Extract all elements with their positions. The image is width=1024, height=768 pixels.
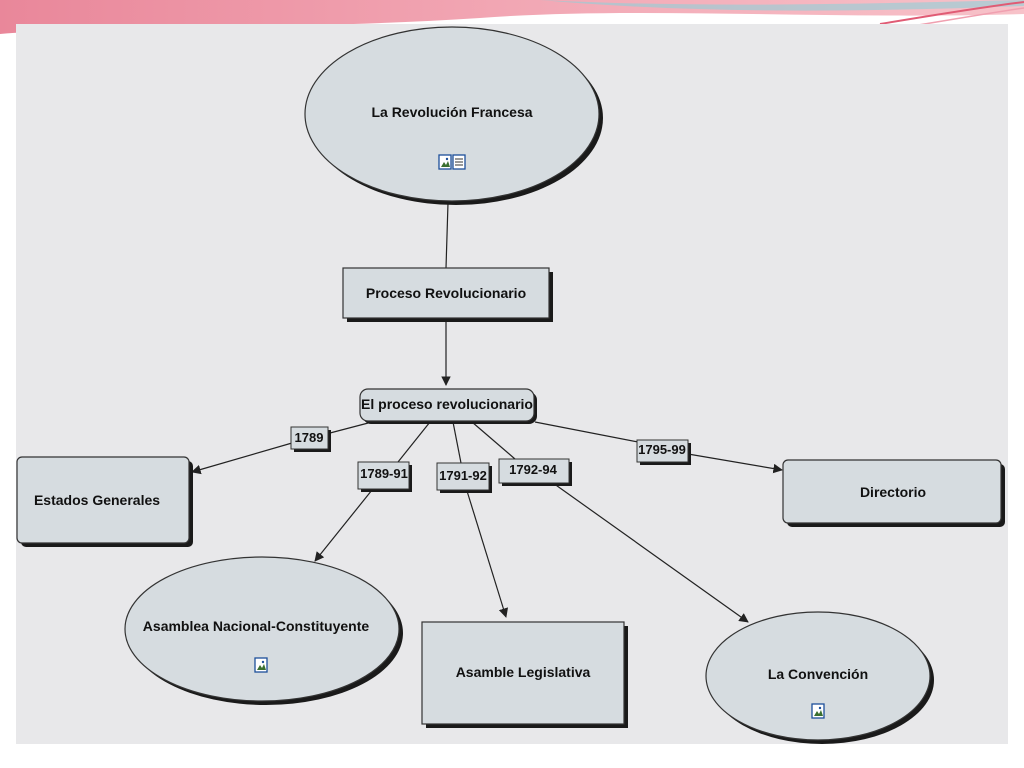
node-asamblea-legislativa[interactable]: Asamble Legislativa <box>421 621 628 728</box>
link-to-convencion <box>552 482 749 623</box>
link-to-estados-generales <box>191 442 293 475</box>
image-icon[interactable] <box>254 657 268 673</box>
svg-text:1795-99: 1795-99 <box>638 442 686 457</box>
node-proceso-revolucionario[interactable]: Proceso Revolucionario <box>342 267 553 322</box>
link-revolucion-to-proceso <box>445 202 449 269</box>
svg-text:1791-92: 1791-92 <box>439 468 487 483</box>
link-to-convencion-upper <box>471 421 516 460</box>
node-estados-generales-label: Estados Generales <box>34 492 160 508</box>
node-asamblea-nacional[interactable]: Asamblea Nacional-Constituyente <box>124 556 403 705</box>
link-to-asamblea-nacional <box>314 489 373 562</box>
node-la-convencion-label: La Convención <box>768 666 868 682</box>
node-revolucion-francesa[interactable]: La Revolución Francesa <box>304 26 603 205</box>
link-to-estados-generales-upper <box>329 421 373 434</box>
node-el-proceso-label: El proceso revolucionario <box>361 396 533 412</box>
node-el-proceso-revolucionario[interactable]: El proceso revolucionario <box>359 388 537 424</box>
node-asamblea-legislativa-label: Asamble Legislativa <box>456 664 591 680</box>
node-directorio[interactable]: Directorio <box>782 459 1005 527</box>
node-directorio-label: Directorio <box>860 484 926 500</box>
link-label-1789-91: 1789-91 <box>357 461 412 492</box>
link-to-directorio-upper <box>534 421 639 443</box>
link-to-asamblea-legislativa <box>466 490 509 618</box>
link-label-1792-94: 1792-94 <box>498 458 572 486</box>
link-to-directorio <box>687 453 783 474</box>
link-label-1795-99: 1795-99 <box>636 439 691 465</box>
link-label-1789: 1789 <box>290 426 331 452</box>
node-la-convencion[interactable]: La Convención <box>705 611 934 744</box>
node-proceso-revolucionario-label: Proceso Revolucionario <box>366 285 526 301</box>
svg-text:1792-94: 1792-94 <box>509 462 557 477</box>
node-revolucion-francesa-label: La Revolución Francesa <box>371 104 532 120</box>
image-icon[interactable] <box>811 703 825 719</box>
svg-text:1789-91: 1789-91 <box>360 466 408 481</box>
link-to-asamblea-nacional-upper <box>397 421 431 463</box>
svg-text:1789: 1789 <box>295 430 324 445</box>
document-icon[interactable] <box>452 154 466 170</box>
node-asamblea-nacional-label: Asamblea Nacional-Constituyente <box>143 618 370 634</box>
node-estados-generales[interactable]: Estados Generales <box>16 456 193 547</box>
image-icon[interactable] <box>438 154 452 170</box>
link-to-asamblea-legislativa-upper <box>452 421 462 464</box>
link-label-1791-92: 1791-92 <box>436 462 492 493</box>
